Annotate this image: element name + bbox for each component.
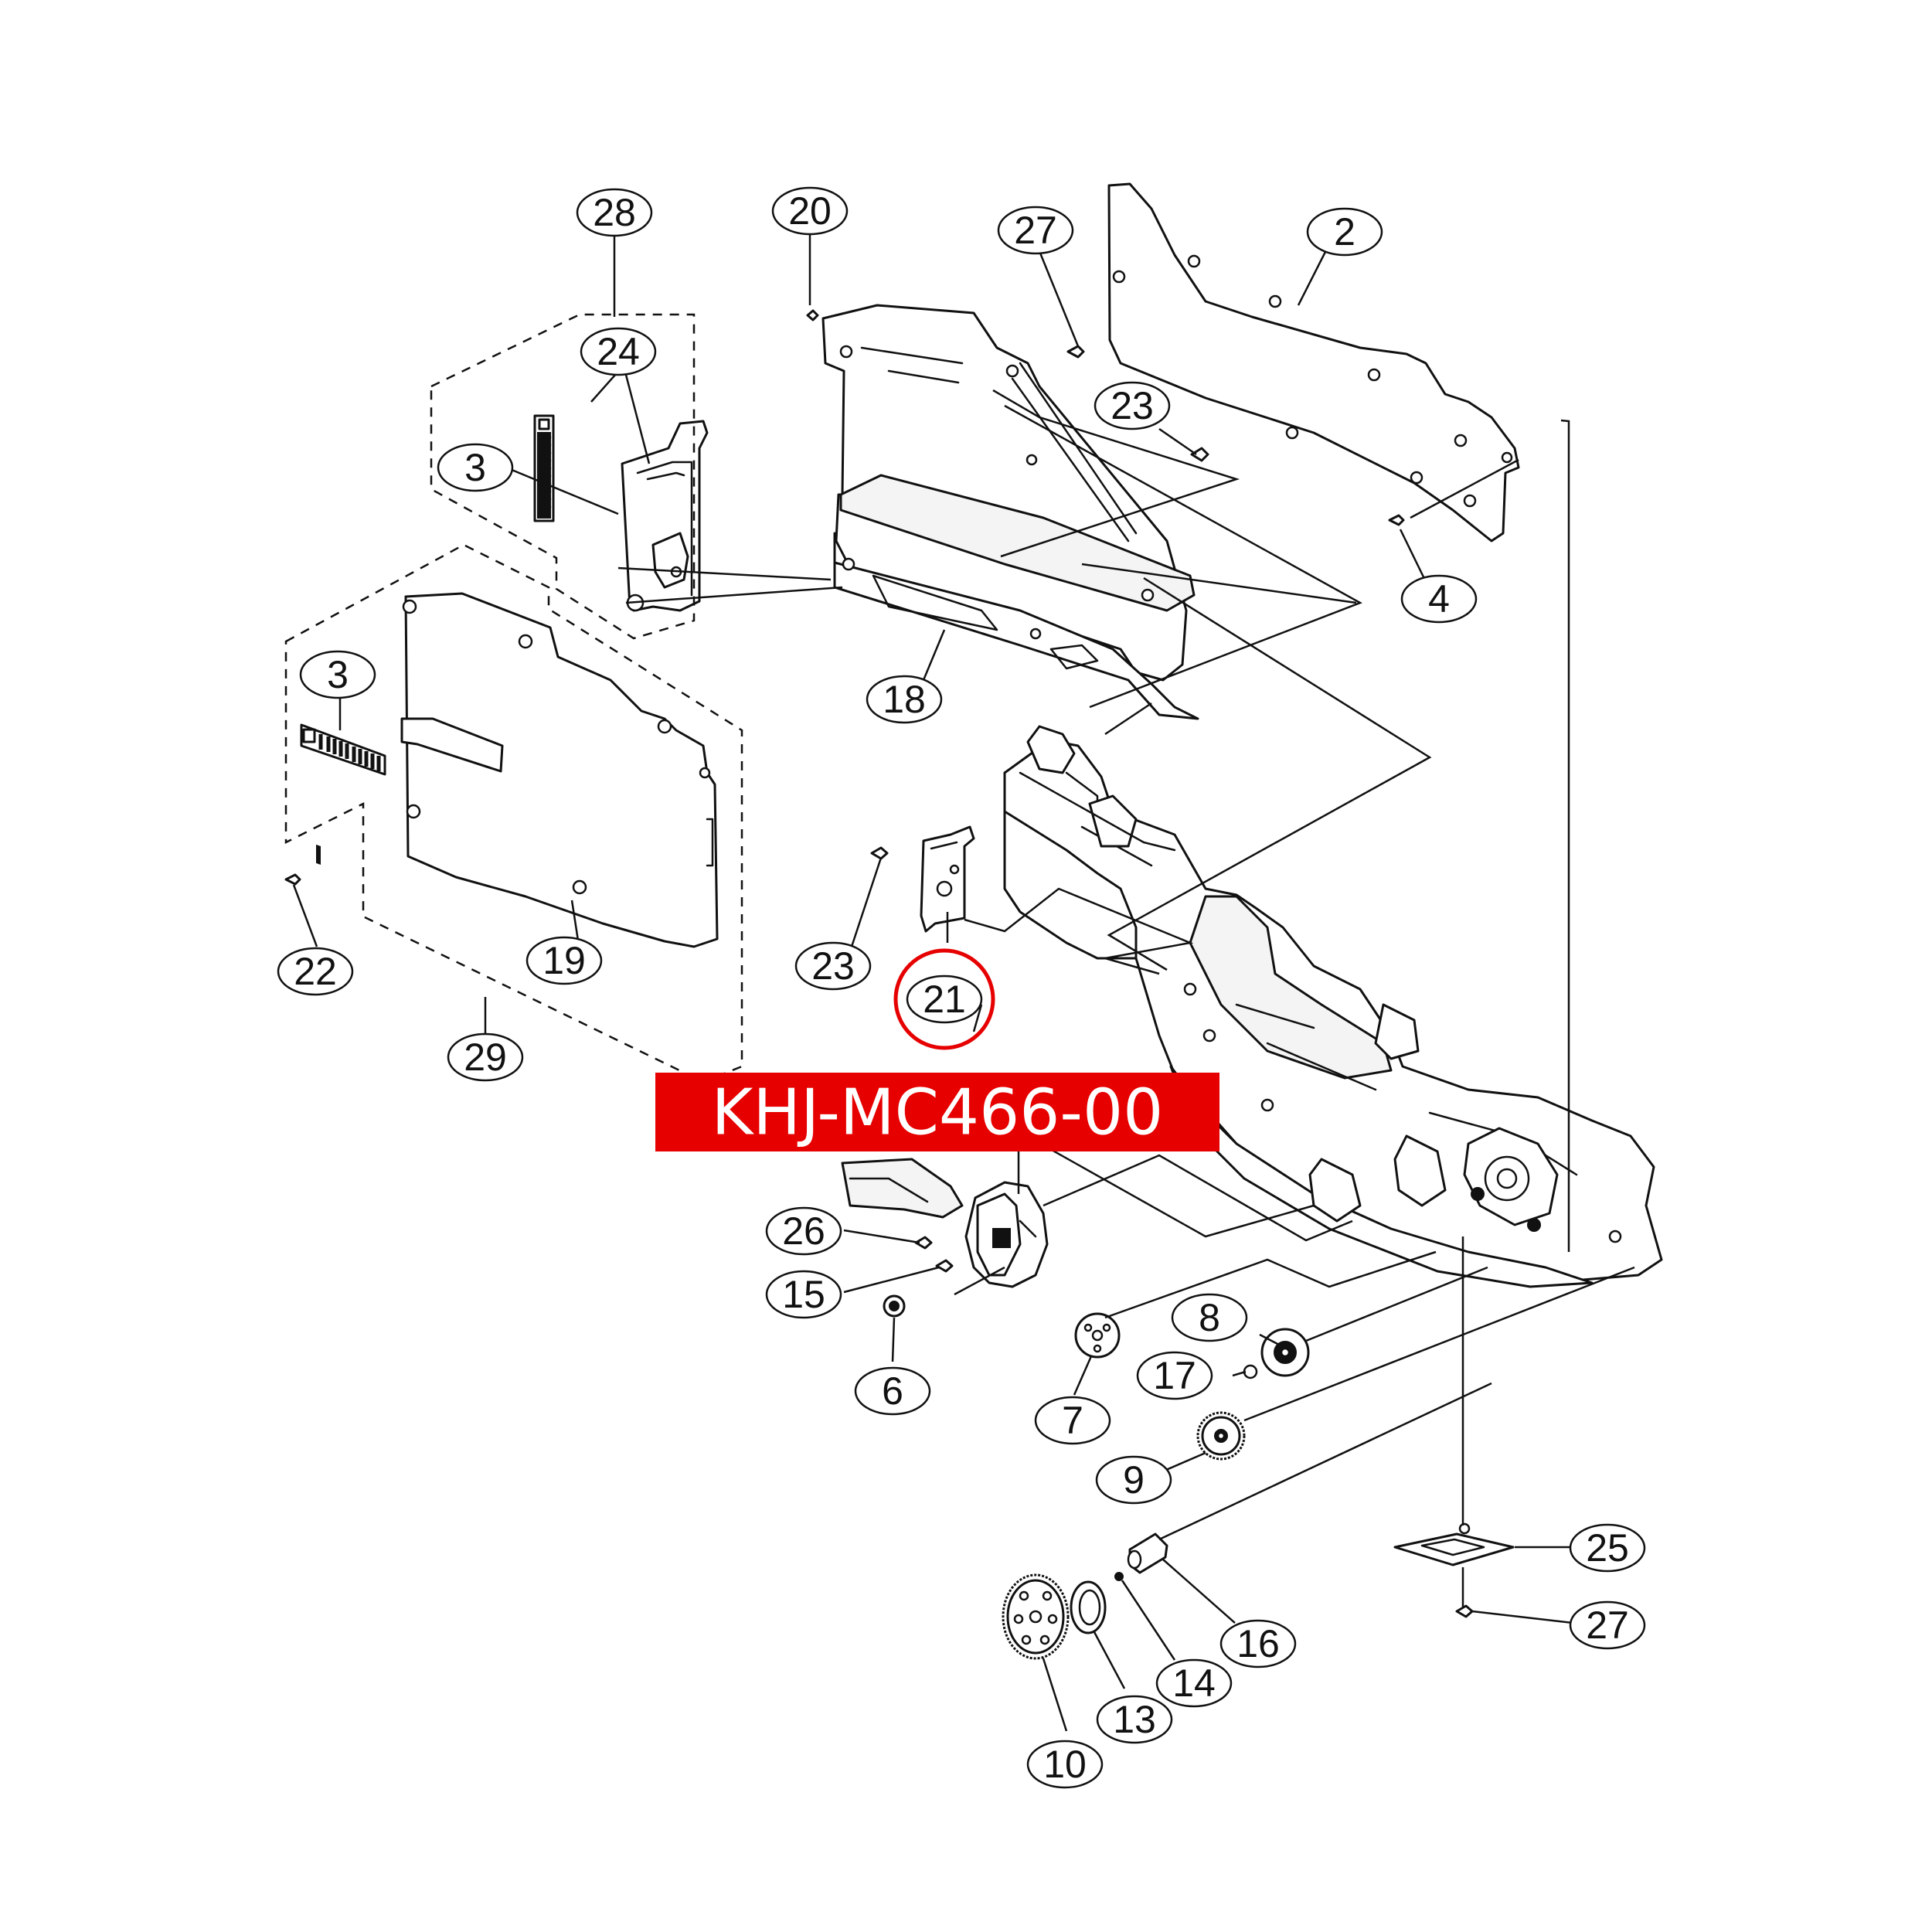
- callout-21: 21: [906, 975, 983, 1024]
- svg-text:21: 21: [923, 978, 966, 1021]
- part-20-screw: [806, 309, 819, 321]
- part-21-bracket: [920, 825, 975, 933]
- part-7-gear: [1074, 1312, 1121, 1359]
- callout-27-top: 27: [997, 206, 1074, 255]
- callout-27-bottom: 27: [1569, 1600, 1646, 1650]
- svg-text:29: 29: [464, 1036, 507, 1079]
- svg-text:27: 27: [1014, 209, 1057, 252]
- part-17-nut: [1243, 1364, 1258, 1379]
- part-10-gear-large: [1002, 1573, 1070, 1660]
- callout-6: 6: [854, 1366, 931, 1416]
- screws: [284, 309, 1474, 1618]
- callout-8: 8: [1171, 1293, 1248, 1342]
- part-number-banner: KHJ-MC466-00: [655, 1073, 1219, 1151]
- callout-26: 26: [765, 1206, 842, 1256]
- svg-text:19: 19: [543, 939, 586, 982]
- callout-23-mid: 23: [794, 941, 872, 991]
- svg-text:6: 6: [882, 1369, 903, 1413]
- part-25-plate: [1393, 1522, 1515, 1566]
- callout-20: 20: [771, 186, 849, 236]
- banner-background: [655, 1073, 1219, 1151]
- callout-15: 15: [765, 1270, 842, 1319]
- callout-2: 2: [1306, 207, 1383, 257]
- part-26-screw: [914, 1236, 933, 1250]
- callout-13: 13: [1096, 1695, 1173, 1744]
- callout-19: 19: [526, 936, 603, 985]
- svg-text:10: 10: [1043, 1743, 1087, 1786]
- callout-18: 18: [866, 675, 943, 724]
- svg-text:9: 9: [1123, 1458, 1145, 1502]
- callout-3-lower: 3: [299, 650, 376, 699]
- svg-text:13: 13: [1113, 1698, 1156, 1741]
- callouts: 28 24 3 3 20 27 2 23 4 18 22 19 29 23 21…: [277, 186, 1646, 1789]
- svg-text:4: 4: [1428, 577, 1450, 621]
- part-15-screw: [935, 1259, 954, 1273]
- svg-text:8: 8: [1199, 1296, 1220, 1339]
- svg-text:3: 3: [327, 653, 349, 696]
- svg-text:25: 25: [1586, 1526, 1629, 1570]
- svg-text:23: 23: [1111, 384, 1154, 427]
- part-14-pin: [1114, 1572, 1124, 1581]
- part-3-label-bottom: [300, 723, 386, 866]
- callout-22: 22: [277, 947, 354, 996]
- part-18-upper-frame: [821, 304, 1199, 720]
- svg-text:15: 15: [782, 1273, 825, 1316]
- callout-4: 4: [1400, 574, 1478, 624]
- part-23-screw-mid: [870, 846, 889, 860]
- part-6-washer: [883, 1294, 906, 1318]
- svg-text:20: 20: [788, 189, 832, 233]
- callout-16: 16: [1219, 1619, 1297, 1668]
- alignment-lines: [590, 366, 1635, 1541]
- svg-text:17: 17: [1153, 1354, 1196, 1397]
- callout-17: 17: [1136, 1351, 1213, 1400]
- callout-9: 9: [1095, 1455, 1172, 1505]
- part-2-side-plate: [1107, 182, 1520, 543]
- front-lower-frame: [1003, 725, 1176, 960]
- part-27-screw-top: [1066, 345, 1085, 359]
- part-8-gear: [1260, 1328, 1310, 1377]
- part-9-gear: [1196, 1411, 1246, 1461]
- callout-25: 25: [1569, 1523, 1646, 1573]
- part-16-shaft: [1127, 1532, 1168, 1574]
- part-4-screw: [1388, 514, 1405, 526]
- motor-assembly: [841, 1158, 1049, 1288]
- svg-text:24: 24: [597, 330, 640, 373]
- callout-23-top: 23: [1094, 381, 1171, 430]
- part-27-screw-bottom: [1455, 1604, 1474, 1618]
- svg-text:14: 14: [1172, 1662, 1216, 1705]
- group-28-dashed: [430, 313, 696, 640]
- svg-text:26: 26: [782, 1209, 825, 1253]
- part-3-label-top: [533, 414, 555, 522]
- svg-text:7: 7: [1062, 1399, 1083, 1442]
- svg-text:3: 3: [464, 446, 486, 489]
- svg-text:18: 18: [883, 678, 926, 721]
- part-13-ring: [1070, 1580, 1107, 1634]
- svg-text:28: 28: [593, 191, 636, 234]
- callout-14: 14: [1155, 1658, 1233, 1708]
- part-19-cover-plate: [400, 592, 719, 948]
- svg-text:16: 16: [1236, 1622, 1280, 1665]
- callout-3: 3: [437, 443, 514, 492]
- part-22-screw: [284, 873, 301, 886]
- callout-7: 7: [1034, 1396, 1111, 1445]
- banner-part-number: KHJ-MC466-00: [712, 1077, 1164, 1150]
- svg-text:2: 2: [1334, 210, 1355, 253]
- svg-text:23: 23: [811, 944, 855, 988]
- callout-10: 10: [1026, 1740, 1104, 1789]
- svg-text:27: 27: [1586, 1604, 1629, 1647]
- svg-text:22: 22: [294, 950, 337, 993]
- part-23-screw-top: [1190, 447, 1209, 462]
- callout-24: 24: [580, 327, 657, 376]
- callout-29: 29: [447, 1032, 524, 1082]
- highlight-ring-21: [893, 948, 995, 1050]
- callout-28: 28: [576, 188, 653, 237]
